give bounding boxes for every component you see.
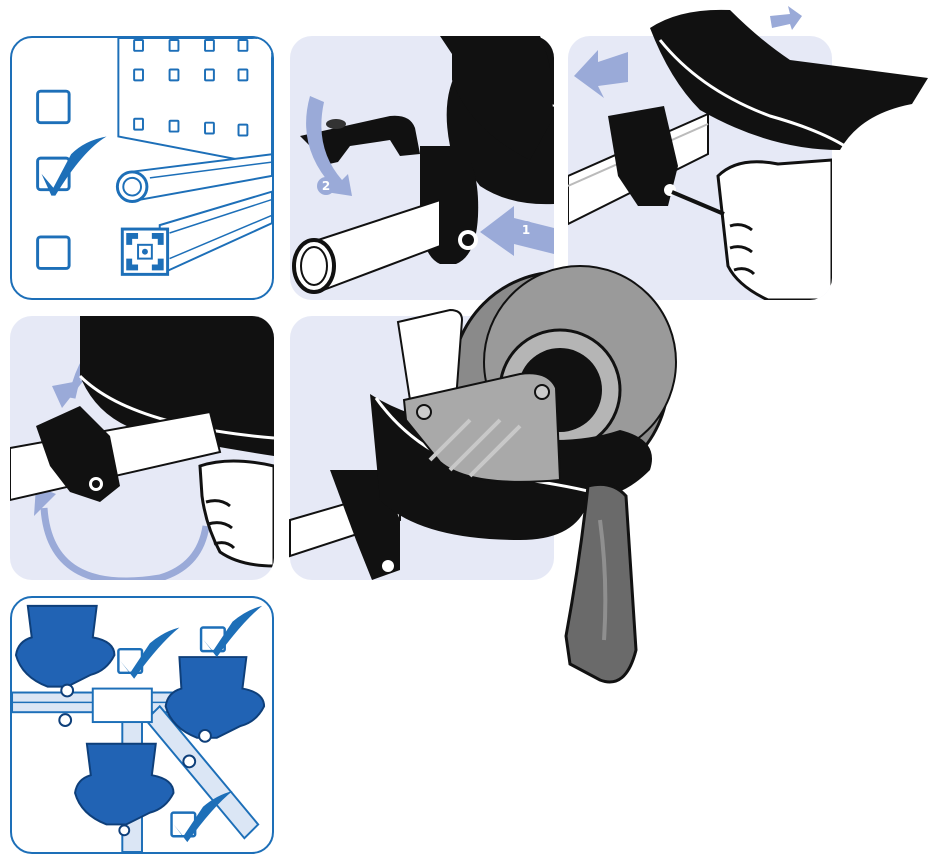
checked-checkbox-icon (201, 606, 262, 657)
checked-checkbox-icon (38, 136, 107, 195)
step-2-badge: 2 (317, 177, 335, 195)
step-1-badge: 1 (517, 221, 535, 239)
tighten-screw-illustration (568, 36, 832, 300)
checked-checkbox-icon (172, 791, 233, 842)
panel-insert-dispenser (290, 316, 554, 580)
mount-options-illustration (12, 38, 272, 298)
panel-multiple-holders (10, 596, 274, 854)
panel-tighten-screw (568, 36, 832, 300)
push-arrow-icon (480, 206, 554, 256)
svg-text:1: 1 (522, 223, 530, 237)
empty-checkbox-icon (38, 237, 70, 269)
panel-open-clamp: 1 2 (290, 36, 554, 300)
multiple-holders-illustration (12, 598, 272, 852)
aluminium-profile-icon (122, 192, 272, 275)
svg-text:2: 2 (322, 179, 330, 193)
hex-key-hand-icon (672, 160, 832, 300)
open-clamp-illustration: 1 2 (290, 36, 554, 300)
slide-arrow-right-icon (770, 6, 802, 30)
checked-checkbox-icon (118, 628, 179, 679)
empty-checkbox-icon (38, 91, 70, 123)
panel-rotate-holder (10, 316, 274, 580)
rotate-holder-illustration (10, 316, 274, 580)
pegboard-icon (118, 38, 272, 166)
panel-mount-options (10, 36, 274, 300)
round-tube-icon (117, 154, 272, 201)
